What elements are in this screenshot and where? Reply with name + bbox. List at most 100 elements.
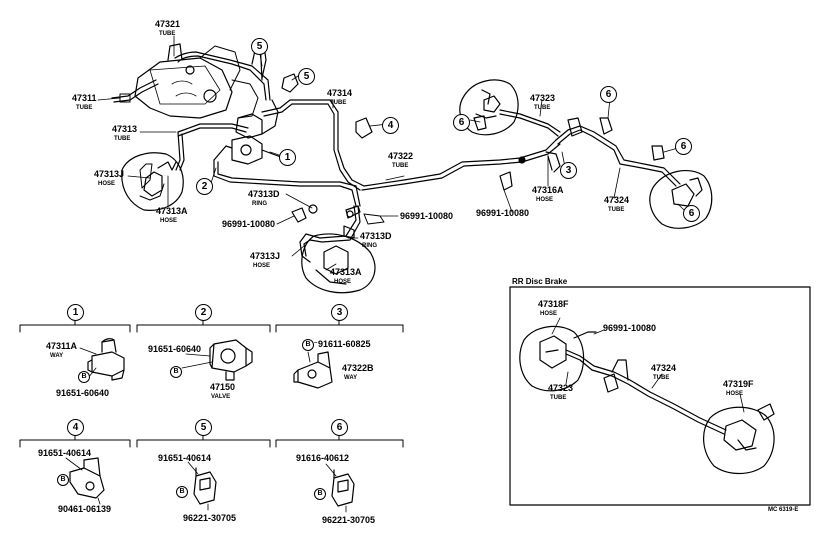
detail-4-bolt-part: 91651-40614 <box>38 448 92 458</box>
detail-6-clip-drawing <box>325 463 355 513</box>
desc-47311: TUBE <box>76 105 93 111</box>
callout-2: 2 <box>196 178 213 195</box>
detail-2-bolt-marker: B <box>170 366 182 378</box>
detail-5-clip-drawing <box>187 461 217 511</box>
callout-5-top: 5 <box>251 38 268 55</box>
detail-2-desc: VALVE <box>211 394 231 400</box>
label-47314: 47314 <box>327 88 353 98</box>
detail-6-part2: 96221-30705 <box>322 515 376 525</box>
tube-47313-line <box>175 123 249 171</box>
label-47321: 47321 <box>155 19 181 29</box>
label-47313D-mid: 47313D <box>360 231 392 241</box>
rr-label-96991: 96991-10080 <box>603 323 657 333</box>
tube-47311-line <box>111 79 159 103</box>
detail-3-dash: – <box>314 340 318 346</box>
rr-desc-47318F: HOSE <box>540 311 558 317</box>
detail-2-number: 2 <box>195 304 212 321</box>
label-47313J-mid: 47313J <box>250 251 281 261</box>
rear-right-drum <box>649 169 713 229</box>
detail-1-desc: WAY <box>50 353 64 359</box>
tube-47314-line <box>261 99 365 191</box>
callout-6-bottom: 6 <box>683 205 700 222</box>
rr-desc-47324: TUBE <box>653 375 670 381</box>
detail-6-bolt-part: 91616-40612 <box>296 453 350 463</box>
detail-5-bolt-marker: B <box>176 486 188 498</box>
callout-6-left: 6 <box>453 114 470 131</box>
detail-1-way-drawing <box>79 338 125 381</box>
label-47311: 47311 <box>72 93 97 103</box>
label-47313A-left: 47313A <box>156 206 188 216</box>
desc-47313A-left: HOSE <box>160 218 178 224</box>
detail-1-bolt-part: 91651-60640 <box>56 388 110 398</box>
label-47323: 47323 <box>530 93 556 103</box>
detail-4-number: 4 <box>67 419 84 436</box>
right-front-wheel <box>301 233 376 294</box>
label-47313A-mid: 47313A <box>330 267 362 277</box>
detail-3-part: 47322B <box>342 363 374 373</box>
rr-label-47318F: 47318F <box>538 299 569 309</box>
figure-code: MC 6319-E <box>768 507 799 513</box>
label-47324: 47324 <box>604 195 630 205</box>
detail-1-part: 47311A <box>46 341 78 351</box>
detail-3-way-drawing <box>293 351 333 389</box>
rr-disc-title: RR Disc Brake <box>512 277 568 286</box>
label-47313: 47313 <box>112 124 138 134</box>
desc-47313D-mid: RING <box>362 243 377 249</box>
master-cylinder-assembly <box>134 43 259 119</box>
detail-3-number: 3 <box>331 304 348 321</box>
desc-47313A-mid: HOSE <box>334 279 352 285</box>
detail-2-valve-drawing <box>181 339 253 381</box>
label-47313D-top: 47313D <box>248 189 280 199</box>
detail-6-bolt-marker: B <box>314 488 326 500</box>
detail-1-number: 1 <box>67 304 84 321</box>
detail-2-part: 47150 <box>210 382 236 392</box>
rr-disc-drawing <box>519 317 775 475</box>
detail-4-part2: 90461-06139 <box>58 504 112 514</box>
detail-5-part2: 96221-30705 <box>183 513 237 523</box>
left-front-wheel <box>121 152 184 211</box>
desc-47313J-top: HOSE <box>98 181 116 187</box>
rr-disc-box <box>509 286 811 506</box>
desc-47324: TUBE <box>608 207 625 213</box>
detail-3-desc: WAY <box>344 375 358 381</box>
detail-row-bottom-bracket <box>19 432 404 448</box>
detail-4-bolt-marker: B <box>57 474 69 486</box>
clip-parts <box>281 73 665 191</box>
desc-47313D-top: RING <box>252 201 267 207</box>
rear-axle-tubes <box>499 109 681 187</box>
desc-47313J-mid: HOSE <box>253 263 271 269</box>
detail-3-bolt-marker: B <box>302 339 314 351</box>
desc-47314: TUBE <box>330 100 347 106</box>
detail-5-number: 5 <box>195 419 212 436</box>
desc-47323: TUBE <box>534 105 551 111</box>
callout-3: 3 <box>560 162 577 179</box>
rr-desc-47323: TUBE <box>550 395 567 401</box>
detail-2-bolt-part: 91651-60640 <box>148 344 202 354</box>
tube-47322-line <box>361 139 561 191</box>
callout-6-top: 6 <box>600 86 617 103</box>
rr-desc-47319F: HOSE <box>726 391 744 397</box>
desc-47321: TUBE <box>159 31 176 37</box>
detail-6-number: 6 <box>331 419 348 436</box>
desc-47316A: HOSE <box>536 197 554 203</box>
desc-47322: TUBE <box>392 163 409 169</box>
rr-label-47323: 47323 <box>548 383 574 393</box>
label-47316A: 47316A <box>532 185 564 195</box>
detail-1-bolt-marker: B <box>78 371 90 383</box>
desc-47313: TUBE <box>114 136 131 142</box>
callout-5-right: 5 <box>298 68 315 85</box>
label-96991-mid: 96991-10080 <box>400 211 454 221</box>
callout-6-right: 6 <box>675 138 692 155</box>
label-47313J-top: 47313J <box>94 169 125 179</box>
rr-label-47319F: 47319F <box>723 379 754 389</box>
callout-4: 4 <box>382 117 399 134</box>
callout-1: 1 <box>279 149 296 166</box>
label-96991-right: 96991-10080 <box>476 208 530 218</box>
detail-5-bolt-part: 91651-40614 <box>158 453 212 463</box>
detail-3-bolt-part: 91611-60825 <box>318 339 371 349</box>
label-47322: 47322 <box>388 151 414 161</box>
rr-label-47324: 47324 <box>651 363 677 373</box>
label-96991-left: 96991-10080 <box>222 219 276 229</box>
detail-4-clip-drawing <box>65 457 105 505</box>
